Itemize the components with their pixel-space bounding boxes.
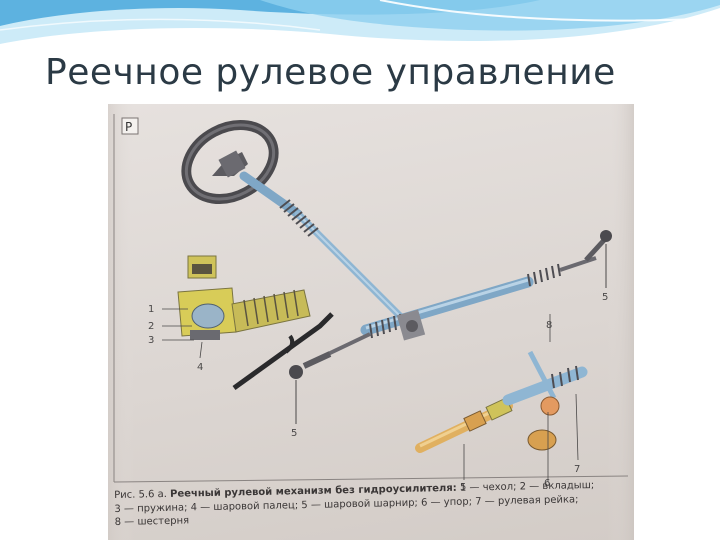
callout-4: 4 xyxy=(197,362,203,373)
steering-wheel xyxy=(181,120,279,204)
callout-5-bottom: 5 xyxy=(460,482,466,493)
header-wave-decoration xyxy=(0,0,720,44)
callout-5-left: 5 xyxy=(291,428,297,439)
slide-title: Реечное рулевое управление xyxy=(45,52,616,93)
callout-2: 2 xyxy=(148,321,154,332)
callout-7: 7 xyxy=(574,464,580,475)
ball-joint-detail xyxy=(162,255,311,359)
figure-badge: Р xyxy=(121,117,139,135)
callout-5-right: 5 xyxy=(602,292,608,303)
callout-1: 1 xyxy=(148,304,154,315)
rack-housing xyxy=(289,230,612,424)
textbook-page-photo: Р xyxy=(108,104,634,540)
callout-3: 3 xyxy=(148,335,154,346)
caption-label: Рис. 5.6 а. xyxy=(114,488,168,501)
callout-8: 8 xyxy=(546,320,552,331)
callout-6: 6 xyxy=(544,478,550,489)
exploded-assembly xyxy=(415,314,588,482)
figure-badge-label: Р xyxy=(125,120,132,134)
caption-line-1-rest: 1 — чехол; 2 — вкладыш; xyxy=(456,479,595,494)
steering-column xyxy=(239,171,414,330)
steering-rack-diagram: Р xyxy=(108,104,634,540)
